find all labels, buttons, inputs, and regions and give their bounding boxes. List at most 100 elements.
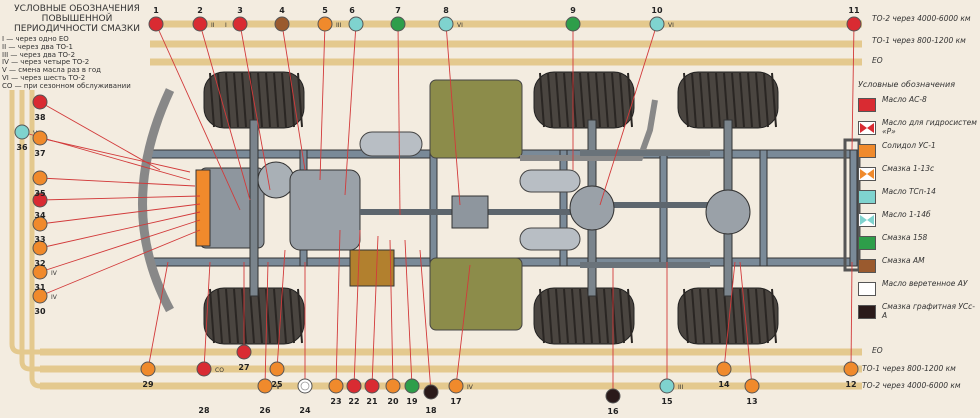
point-number-5: 5: [322, 6, 328, 15]
material-item: Солидол УС-1: [858, 141, 978, 162]
legend-item: V — смена масла раз в год: [2, 66, 102, 75]
leader-line-33: [39, 203, 201, 225]
leader-line-38: [39, 101, 161, 171]
lubrication-point-35: 35: [32, 170, 48, 198]
differential-middle: [569, 185, 615, 231]
leader-line-21: [371, 235, 379, 387]
point-number-25: 25: [271, 380, 283, 389]
leader-line-28: [203, 261, 211, 370]
leader-line-6: [344, 23, 357, 196]
point-marker-16: [605, 388, 621, 404]
point-marker-23: [328, 378, 344, 394]
lubrication-point-3: 3: [232, 6, 248, 32]
material-swatch: [858, 305, 876, 319]
tyre-tread: [739, 72, 745, 128]
point-marker-20: [385, 378, 401, 394]
point-number-34: 34: [34, 211, 46, 220]
point-marker-8: [438, 16, 454, 32]
lubrication-point-32: 32: [32, 240, 48, 268]
material-label: Масло ТСп-14: [882, 187, 936, 196]
tyre-tread: [547, 288, 553, 344]
point-marker-34: [32, 192, 48, 208]
material-item: Масло 1-14б: [858, 210, 978, 231]
point-marker-11: [846, 16, 862, 32]
tyre-tread: [297, 72, 303, 128]
material-label: Смазка 158: [882, 233, 928, 242]
lubrication-point-33: 33: [32, 216, 48, 244]
tyre-tread: [731, 288, 737, 344]
fuel-tank-left: [429, 79, 523, 159]
material-swatch: [858, 121, 876, 135]
lubrication-point-1: 1: [148, 6, 164, 32]
tyre-tread: [707, 288, 713, 344]
point-marker-5: [317, 16, 333, 32]
point-mark-10: VI: [668, 22, 674, 29]
tyre-tread: [683, 288, 689, 344]
point-marker-32: [32, 240, 48, 256]
point-marker-22: [346, 378, 362, 394]
tyre-tread: [225, 72, 231, 128]
leader-line-20: [389, 239, 394, 387]
tyre-tread: [771, 288, 777, 344]
point-number-19: 19: [406, 397, 418, 406]
point-number-6: 6: [349, 6, 355, 15]
leader-line-5: [319, 23, 326, 181]
material-swatch: [858, 167, 876, 181]
lubrication-point-20: 20: [385, 378, 401, 406]
leader-line-2: [199, 23, 251, 201]
point-marker-26: [257, 378, 273, 394]
point-marker-15: [659, 378, 675, 394]
tyre-tread: [571, 288, 577, 344]
point-mark-31: IV: [51, 270, 58, 277]
tyre-tread: [539, 72, 545, 128]
material-item: Смазка графитная УСс-А: [858, 302, 978, 323]
legend-item: CO — при сезонном обслуживании: [2, 81, 131, 90]
frame-crossmember: [559, 149, 568, 267]
point-mark-17: IV: [467, 384, 474, 391]
point-number-29: 29: [142, 380, 154, 389]
point-number-37: 37: [34, 149, 45, 158]
tyre-tread: [699, 288, 705, 344]
point-number-28: 28: [198, 406, 210, 415]
point-mark-8: VI: [457, 22, 463, 29]
tyre-tread: [225, 288, 231, 344]
point-number-21: 21: [366, 397, 378, 406]
point-number-7: 7: [395, 6, 401, 15]
point-number-11: 11: [848, 6, 860, 15]
lubrication-point-7: 7: [390, 6, 406, 32]
tyre-tread: [281, 288, 287, 344]
tyre-tread: [747, 288, 753, 344]
line-label-to1-top: ТО-1 через 800-1200 км: [872, 36, 966, 45]
air-receiver-right: [519, 227, 581, 251]
point-mark-26: V: [276, 384, 281, 391]
leader-line-1: [155, 23, 241, 211]
tyre-tread: [627, 72, 633, 128]
point-marker-18: [423, 384, 439, 400]
lubrication-point-8: 8VI: [438, 6, 463, 32]
lubrication-point-18: 18: [423, 384, 439, 415]
tyre-tread: [627, 288, 633, 344]
point-marker-14: [716, 361, 732, 377]
legend-item: I — через одно ЕО: [2, 35, 69, 43]
point-number-35: 35: [34, 189, 46, 198]
lubrication-point-4: 4: [274, 6, 290, 32]
lubrication-point-6: 6: [348, 6, 364, 32]
point-marker-19: [404, 378, 420, 394]
bowtie-icon: [860, 123, 874, 133]
legend-item: VI — через шесть ТО-2: [2, 73, 86, 82]
leader-line-19: [404, 239, 413, 387]
lubrication-point-27: 27: [236, 344, 252, 372]
point-marker-12: [843, 361, 859, 377]
point-number-22: 22: [348, 397, 359, 406]
material-label: Смазка 1-13с: [882, 164, 935, 173]
material-swatch: [858, 190, 876, 204]
tyre-tread: [563, 72, 569, 128]
lubrication-point-38: 38: [32, 94, 48, 122]
tyre-tread: [731, 72, 737, 128]
tyre-tread: [611, 72, 617, 128]
material-item: Смазка АМ: [858, 256, 978, 277]
tyre-tread: [691, 72, 697, 128]
